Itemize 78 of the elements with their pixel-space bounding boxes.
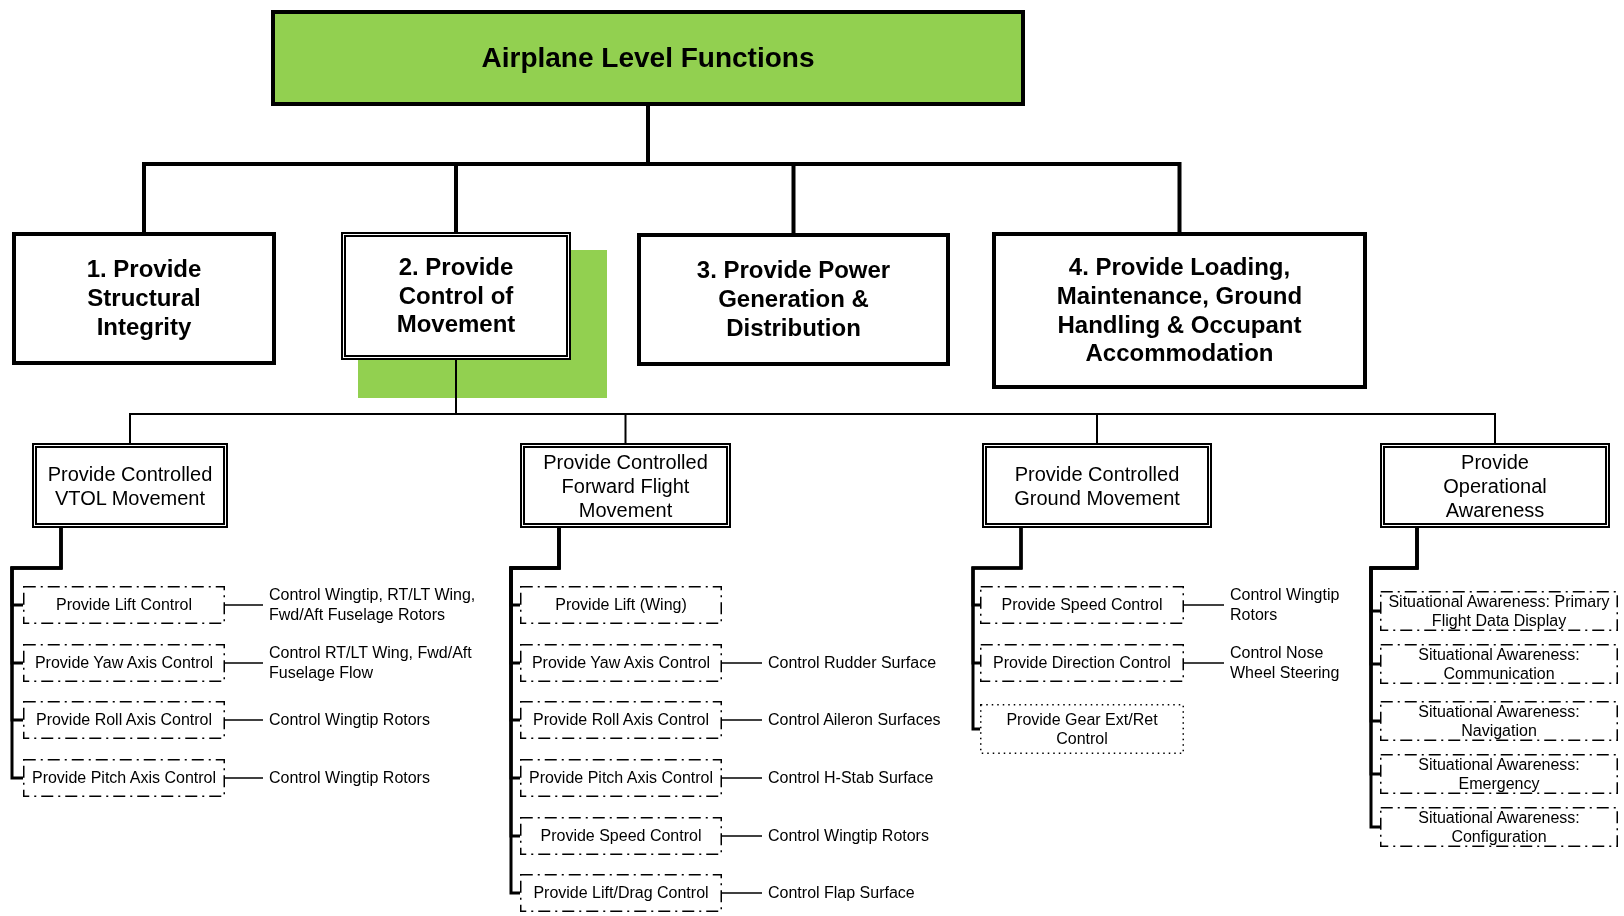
connector-line	[509, 528, 561, 895]
control-note: Control Wingtip Rotors	[269, 698, 499, 742]
box-label: Provide Controlled VTOL Movement	[46, 461, 214, 510]
connector-line	[224, 777, 264, 779]
box-label: Provide Gear Ext/Ret Control	[1005, 709, 1159, 749]
subfunction-box	[1380, 443, 1610, 528]
connector-line	[1183, 604, 1225, 606]
control-box	[23, 586, 225, 624]
control-box	[520, 759, 722, 797]
box-label: Provide Roll Axis Control	[531, 710, 711, 730]
function-box	[637, 233, 950, 366]
box-label: Provide Lift (Wing)	[554, 595, 688, 615]
control-note: Control Nose Wheel Steering	[1230, 641, 1370, 685]
control-box	[1380, 807, 1618, 847]
control-box	[520, 817, 722, 855]
box-label: Provide Operational Awareness	[1442, 449, 1548, 522]
box-label: 1. Provide Structural Integrity	[85, 255, 203, 342]
box-label: Provide Roll Axis Control	[34, 710, 214, 730]
box-label: Provide Controlled Forward Flight Movement	[542, 449, 709, 522]
control-note: Control Wingtip Rotors	[269, 756, 499, 800]
control-box	[980, 586, 1184, 624]
control-box	[520, 874, 722, 912]
connector-line	[971, 528, 1023, 731]
box-label: Situational Awareness: Emergency	[1417, 754, 1581, 794]
connector-line	[1369, 528, 1419, 829]
control-box	[520, 644, 722, 682]
subfunction-box	[32, 443, 228, 528]
connector-line	[224, 604, 264, 606]
control-box	[1380, 644, 1618, 684]
box-label: 2. Provide Control of Movement	[395, 252, 517, 340]
box-label: 4. Provide Loading, Maintenance, Ground Handling & Occupant Accommodation	[1055, 252, 1304, 369]
control-note: Control Wingtip, RT/LT Wing, Fwd/Aft Fuselage Rotors	[269, 583, 499, 627]
control-note: Control Wingtip Rotors	[1230, 583, 1370, 627]
box-label: Provide Pitch Axis Control	[30, 768, 218, 788]
box-label: Provide Speed Control	[539, 826, 703, 846]
connector-line	[10, 528, 63, 780]
box-label: Provide Yaw Axis Control	[33, 653, 215, 673]
title-box	[271, 10, 1025, 106]
control-note: Control RT/LT Wing, Fwd/Aft Fuselage Flow	[269, 641, 499, 685]
control-box	[23, 701, 225, 739]
control-note: Control H-Stab Surface	[768, 756, 968, 800]
connector-line	[721, 892, 763, 894]
connector-line	[721, 777, 763, 779]
connector-line	[224, 719, 264, 721]
box-label: Situational Awareness: Communication	[1417, 644, 1581, 684]
box-label: Situational Awareness: Configuration	[1417, 807, 1581, 847]
box-label: 3. Provide Power Generation & Distribution	[695, 256, 892, 343]
control-note: Control Rudder Surface	[768, 641, 968, 685]
control-box	[1380, 754, 1618, 794]
connector-line	[721, 662, 763, 664]
function-box	[341, 232, 571, 360]
control-box	[980, 644, 1184, 682]
control-box	[1380, 701, 1618, 741]
box-label: Provide Speed Control	[1000, 595, 1164, 615]
control-note: Control Wingtip Rotors	[768, 814, 968, 858]
box-label: Situational Awareness: Navigation	[1417, 701, 1581, 741]
box-label: Airplane Level Functions	[480, 41, 816, 75]
connector-line	[721, 719, 763, 721]
control-box	[520, 701, 722, 739]
connector-line	[721, 835, 763, 837]
subfunction-box	[520, 443, 731, 528]
box-label: Provide Pitch Axis Control	[527, 768, 715, 788]
box-label: Provide Lift Control	[54, 595, 194, 615]
function-box	[992, 232, 1367, 389]
subfunction-box	[982, 443, 1212, 528]
control-box	[23, 759, 225, 797]
function-box	[12, 232, 276, 365]
box-label: Provide Direction Control	[992, 653, 1172, 673]
control-box	[23, 644, 225, 682]
box-label: Provide Lift/Drag Control	[532, 883, 710, 903]
control-note: Control Aileron Surfaces	[768, 698, 968, 742]
connector-line	[224, 662, 264, 664]
control-note: Control Flap Surface	[768, 871, 968, 915]
box-label: Provide Yaw Axis Control	[530, 653, 712, 673]
box-label: Provide Controlled Ground Movement	[1013, 461, 1181, 510]
connector-line	[1183, 662, 1225, 664]
box-label: Situational Awareness: Primary Flight Data Display	[1387, 591, 1611, 631]
control-box	[520, 586, 722, 624]
